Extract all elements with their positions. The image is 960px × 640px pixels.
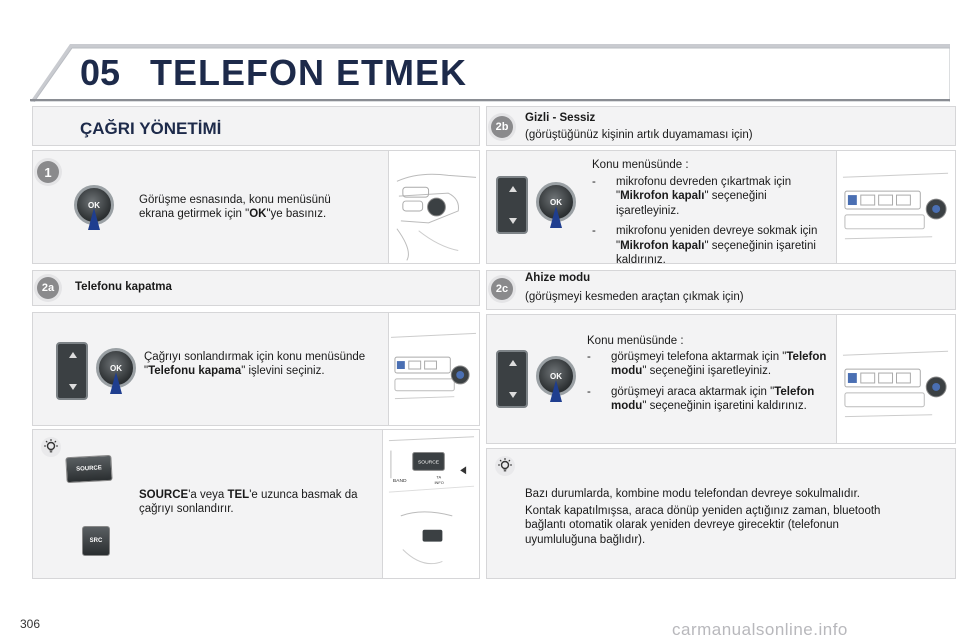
scroll-rocker-icon <box>56 342 88 400</box>
right-tip-para2: Kontak kapatılmışsa, araca dönüp yeniden… <box>525 505 881 546</box>
sketch-band-label: BAND <box>393 478 407 484</box>
scroll-rocker-icon <box>496 350 528 408</box>
step2b-subtitle: (görüştüğünüz kişinin artık duyamaması i… <box>525 129 753 141</box>
step2a-text: Çağrıyı sonlandırmak için konu menüsünde… <box>144 351 366 378</box>
radio-panel-sketch <box>836 151 955 263</box>
step2b-menu-intro: Konu menüsünde : <box>592 159 689 171</box>
step2b-title: Gizli - Sessiz <box>525 112 596 124</box>
sketch-source-label: SOURCE <box>418 459 440 465</box>
chapter-number: 05 <box>80 52 121 93</box>
lightbulb-tip-icon <box>41 437 61 457</box>
radio-panel-sketch <box>388 313 479 425</box>
step2c-header-panel <box>486 270 956 310</box>
lightbulb-tip-icon <box>495 456 515 476</box>
section-title-panel <box>32 106 480 146</box>
right-tip-para1: Bazı durumlarda, kombine modu telefondan… <box>525 488 860 500</box>
step2c-title: Ahize modu <box>525 272 591 284</box>
step2a-header-panel <box>32 270 480 306</box>
press-arrow-icon <box>110 372 122 394</box>
right-tip-panel <box>486 448 956 579</box>
step2c-menu-intro: Konu menüsünde : <box>587 335 684 347</box>
press-arrow-icon <box>550 206 562 228</box>
sketch-info-label: INFO <box>434 480 443 485</box>
list-item: -mikrofonu yeniden devreye sokmak için "… <box>592 225 818 266</box>
steering-wheel-sketch <box>388 151 479 263</box>
step1-badge: 1 <box>37 161 59 183</box>
list-item: -görüşmeyi telefona aktarmak için "Telef… <box>587 351 827 378</box>
scroll-rocker-icon <box>496 176 528 234</box>
list-item: -mikrofonu devreden çıkartmak için "Mikr… <box>592 176 792 217</box>
chapter-title: TELEFON ETMEK <box>150 52 467 93</box>
watermark: carmanualsonline.info <box>672 620 848 639</box>
list-item: -görüşmeyi araca aktarmak için "Telefon … <box>587 385 815 413</box>
source-panel-sketch: SOURCE BAND TA INFO <box>382 430 479 578</box>
step2b-badge: 2b <box>491 116 513 138</box>
step2c-list: -görüşmeyi telefona aktarmak için "Telef… <box>587 350 827 420</box>
press-arrow-icon <box>88 208 100 230</box>
section-title: ÇAĞRI YÖNETİMİ <box>80 119 222 138</box>
step2b-header-panel <box>486 106 956 146</box>
radio-panel-sketch <box>836 315 955 443</box>
source-key-icon: SOURCE <box>65 454 113 484</box>
step2c-subtitle: (görüşmeyi kesmeden araçtan çıkmak için) <box>525 291 744 303</box>
press-arrow-icon <box>550 380 562 402</box>
sketch-ta-label: TA <box>436 474 441 479</box>
chapter-header-tab <box>30 44 950 102</box>
step2c-badge: 2c <box>491 278 513 300</box>
step2a-badge: 2a <box>37 277 59 299</box>
src-key-icon: SRC <box>82 526 110 556</box>
step2b-list: -mikrofonu devreden çıkartmak için "Mikr… <box>592 175 832 273</box>
step2a-title: Telefonu kapatma <box>75 281 172 293</box>
step1-text: Görüşme esnasında, konu menüsünü ekrana … <box>139 194 331 221</box>
left-tip-text: SOURCE'a veya TEL'e uzunca basmak da çağ… <box>139 489 358 516</box>
page-number: 306 <box>20 617 41 631</box>
